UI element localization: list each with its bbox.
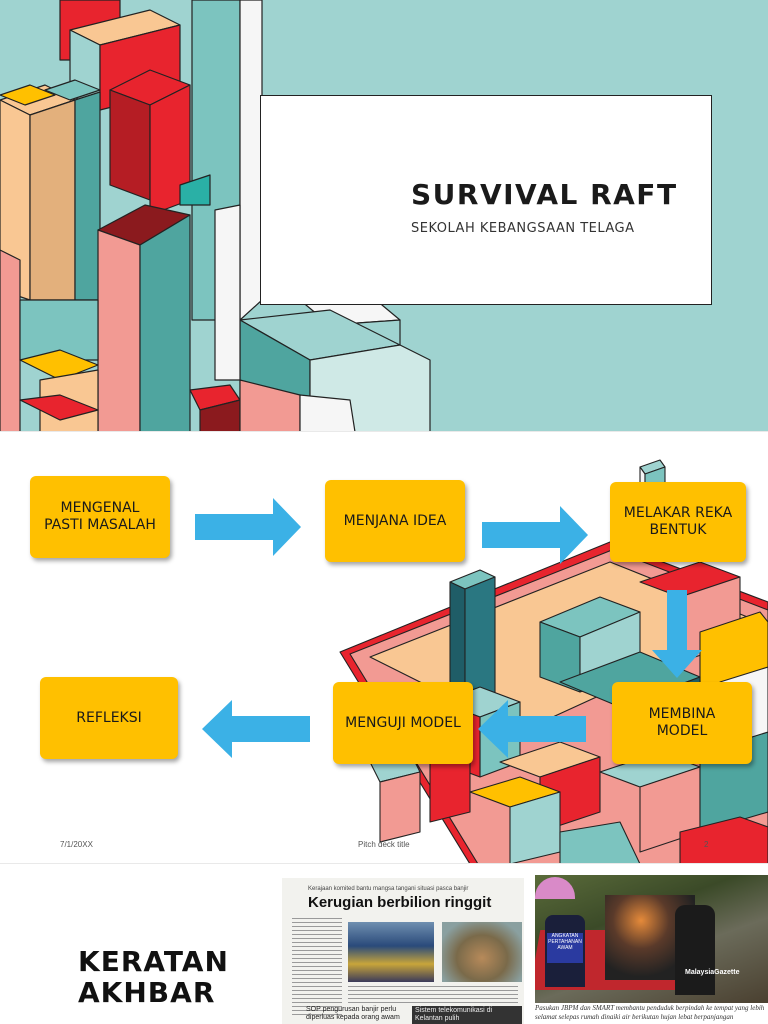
arrow-right-icon	[482, 506, 588, 564]
news-text-column	[348, 986, 518, 1004]
footer-date: 7/1/20XX	[60, 840, 93, 849]
isometric-city-illustration	[339, 459, 768, 864]
news-text-column	[292, 918, 342, 1018]
photo-umbrella	[535, 877, 575, 899]
slide-title: SURVIVAL RAFT	[411, 178, 678, 211]
arrow-down-icon	[652, 590, 702, 678]
step-build-model[interactable]: MEMBINA MODEL	[612, 682, 752, 764]
step-sketch-design[interactable]: MELAKAR REKA BENTUK	[610, 482, 746, 562]
footer-title: Pitch deck title	[358, 840, 410, 849]
arrow-right-icon	[195, 498, 301, 556]
news-kicker: Kerajaan komited bantu mangsa tangani si…	[308, 886, 469, 892]
news-photo-stadium	[442, 922, 522, 982]
photo-rescuer-right	[675, 905, 715, 995]
step-test-model[interactable]: MENGUJI MODEL	[333, 682, 473, 764]
footer-page-number: 2	[704, 840, 709, 849]
news-headline: Kerugian berbilion ringgit	[308, 894, 492, 911]
photo-rescuer-vest: ANGKATAN PERTAHANAN AWAM	[547, 933, 583, 963]
flood-rescue-photo: ANGKATAN PERTAHANAN AWAM MalaysiaGazette	[535, 875, 768, 1003]
step-reflection[interactable]: REFLEKSI	[40, 677, 178, 759]
slide-title: KERATAN AKHBAR	[78, 945, 229, 1009]
title-slide[interactable]: SURVIVAL RAFT SEKOLAH KEBANGSAAN TELAGA	[0, 0, 768, 432]
news-clipping-slide[interactable]: KERATAN AKHBAR Kerajaan komited bantu ma…	[0, 864, 768, 1024]
newspaper-clipping: Kerajaan komited bantu mangsa tangani si…	[282, 878, 524, 1024]
photo-watermark: MalaysiaGazette	[685, 969, 740, 976]
arrow-left-icon	[478, 700, 586, 758]
city-blocks-illustration	[0, 0, 431, 432]
title-box[interactable]: SURVIVAL RAFT SEKOLAH KEBANGSAAN TELAGA	[260, 95, 712, 305]
process-slide[interactable]: MENGENAL PASTI MASALAH MENJANA IDEA MELA…	[0, 432, 768, 864]
slide-subtitle: SEKOLAH KEBANGSAAN TELAGA	[411, 221, 635, 236]
news-photo-crowd	[348, 922, 434, 982]
photo-caption: Pasukan JBPM dan SMART membantu penduduk…	[535, 1004, 765, 1021]
arrow-left-icon	[202, 700, 310, 758]
news-subhead: SOP pengurusan banjir perlu diperluas ke…	[306, 1006, 400, 1021]
news-subhead-2: Sistem telekomunikasi di Kelantan pulih	[412, 1006, 522, 1024]
step-identify-problem[interactable]: MENGENAL PASTI MASALAH	[30, 476, 170, 558]
step-generate-idea[interactable]: MENJANA IDEA	[325, 480, 465, 562]
